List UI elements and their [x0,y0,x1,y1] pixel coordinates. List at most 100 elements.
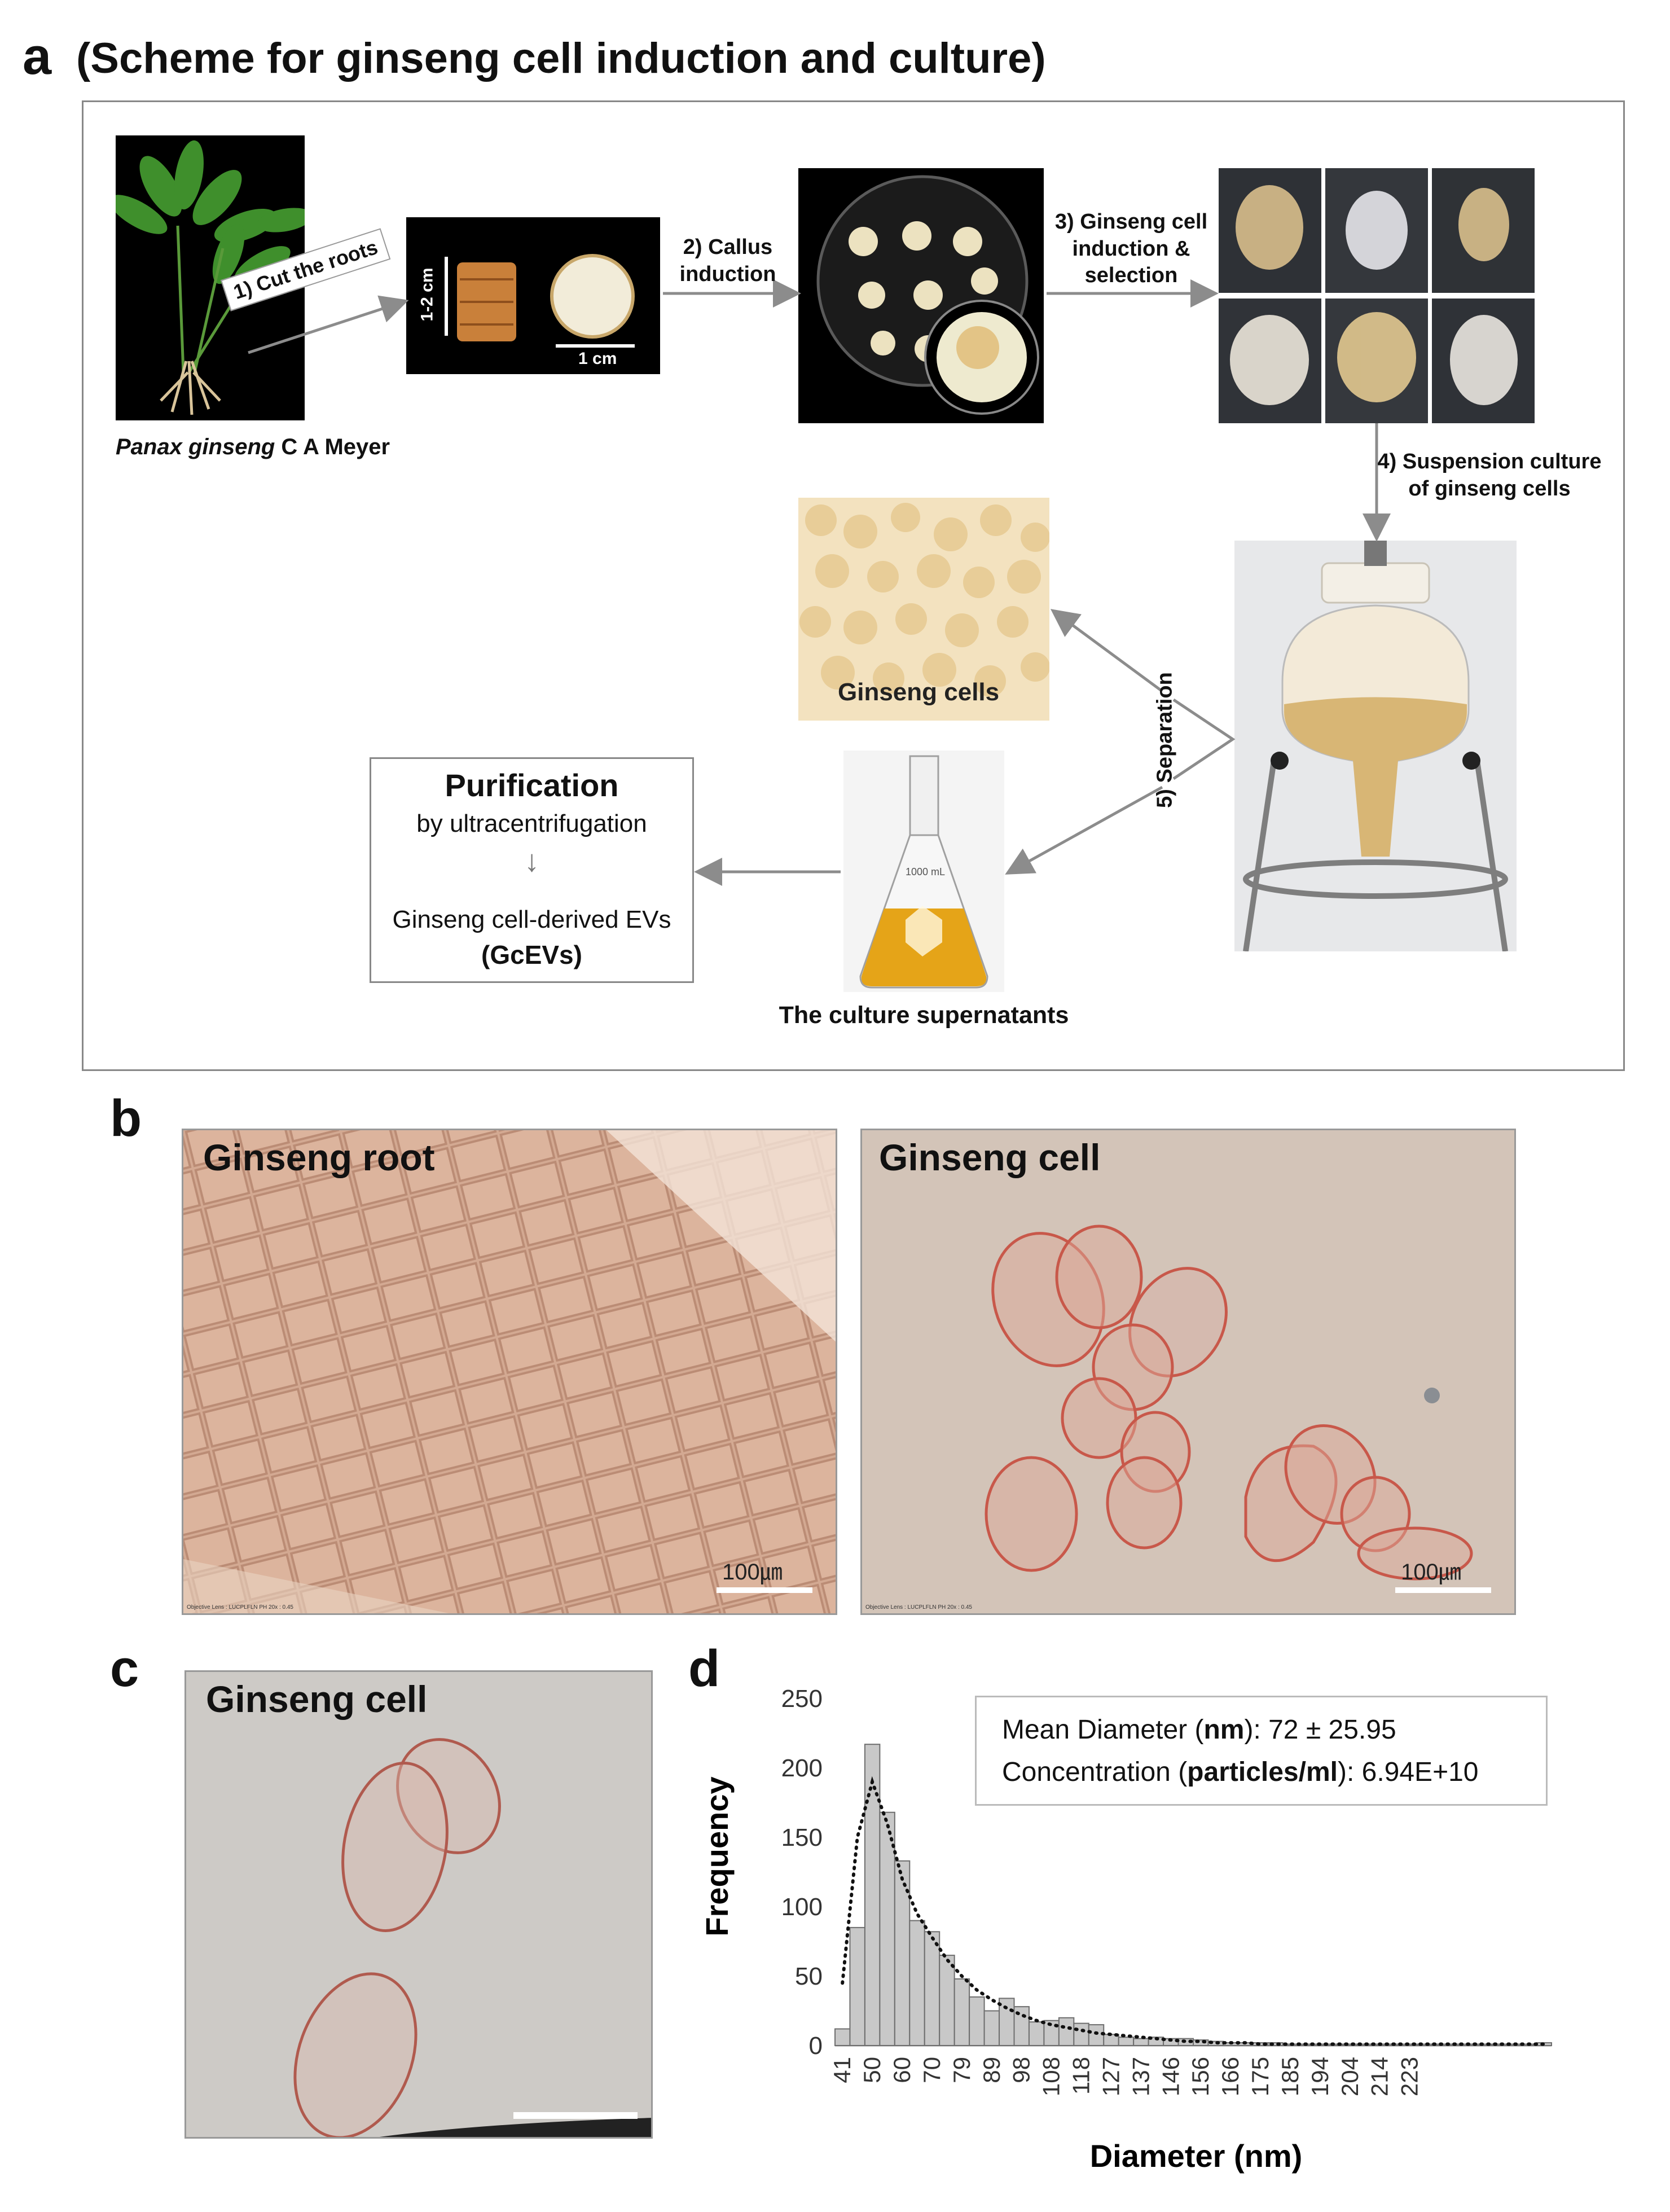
x-tick-label: 127 [1098,2057,1124,2096]
callus-petri-dish-photo [798,168,1044,423]
x-axis-label: Diameter (nm) [1090,2138,1303,2174]
ginseng-root-micrograph: Ginseng root 100㎛ Objective Lens : LUCPL… [182,1129,837,1615]
root-slice-photo: 1-2 cm 1 cm [406,217,660,374]
histogram-bar [849,1926,865,2046]
histogram-bar [1118,2037,1135,2046]
supernatant-label: The culture supernatants [779,1002,1069,1029]
chart-legend-box: Mean Diameter (nm): 72 ± 25.95 Concentra… [975,1696,1548,1806]
panel-c-letter: c [110,1640,139,1697]
scheme-frame [82,100,1625,1071]
legend-conc-pre: Concentration ( [1002,1757,1188,1787]
x-tick-label: 41 [829,2057,855,2083]
x-tick-label: 60 [889,2057,915,2083]
ginseng-cells-label: Ginseng cells [838,678,1000,706]
x-tick-label: 156 [1187,2057,1214,2096]
histogram-bar [1058,2017,1075,2046]
scheme-arrows [248,279,1391,886]
x-tick-label: 79 [948,2057,975,2083]
root-scale-bar [717,1587,812,1593]
y-tick-label: 150 [781,1824,823,1851]
x-tick-label: 223 [1396,2057,1423,2096]
root-scale-label: 100㎛ [722,1560,783,1585]
root-micrograph-title: Ginseng root [203,1136,435,1178]
cell-b-scale-label: 100㎛ [1401,1560,1461,1585]
step5-label: 5) Separation [1153,672,1177,808]
y-tick-label: 250 [781,1685,823,1713]
histogram-bar [1073,2022,1089,2047]
culture-supernatant-flask-photo: 1000 mL [843,750,1004,992]
x-tick-label: 98 [1008,2057,1035,2083]
panel-a-letter: a [23,28,52,85]
histogram-bar [1088,2024,1105,2046]
panel-d-letter: d [688,1640,720,1697]
x-tick-label: 185 [1277,2057,1303,2096]
legend-mean-diameter: Mean Diameter (nm): 72 ± 25.95 [1002,1714,1396,1745]
purification-box: Purification by ultracentrifugation ↓ Gi… [370,757,694,983]
bioreactor-photo [1234,541,1517,951]
legend-mean-post: ): 72 ± 25.95 [1244,1715,1396,1745]
x-tick-label: 204 [1337,2057,1363,2096]
species-name: Panax ginseng C A Meyer [116,434,390,460]
x-tick-label: 194 [1307,2057,1333,2096]
histogram-bar [969,1996,985,2047]
x-tick-label: 137 [1127,2057,1154,2096]
species-genus: Panax ginseng [116,434,275,459]
species-author: C A Meyer [275,434,390,459]
y-axis-label: Frequency [699,1776,735,1936]
histogram-bar [834,2028,851,2046]
x-tick-label: 89 [978,2057,1005,2083]
y-tick-labels: 0 50 100 150 200 250 [781,1685,823,2060]
histogram-bar [953,1978,970,2046]
legend-concentration: Concentration (particles/ml): 6.94E+10 [1002,1757,1478,1788]
panel-a-title: (Scheme for ginseng cell induction and c… [76,34,1046,82]
x-tick-label: 166 [1217,2057,1243,2096]
legend-conc-unit: particles/ml [1187,1757,1338,1787]
legend-conc-post: ): 6.94E+10 [1337,1757,1479,1787]
root-objective-footer: Objective Lens : LUCPLFLN PH 20x : 0.45 [187,1604,293,1610]
panel-b-letter: b [110,1090,142,1147]
x-tick-label: 108 [1038,2057,1065,2096]
purification-title: Purification [445,767,619,803]
y-tick-label: 100 [781,1893,823,1921]
histogram-bar [939,1955,955,2046]
x-tick-label: 70 [918,2057,945,2083]
histogram-bar [983,2010,1000,2046]
chart-bars [834,1744,1552,2047]
histogram-bar [999,1998,1015,2046]
y-tick-label: 200 [781,1754,823,1782]
cell-micrograph-c-title: Ginseng cell [206,1678,428,1720]
x-tick-label: 50 [859,2057,885,2083]
root-size-horizontal-label: 1 cm [578,349,617,368]
histogram-bar [924,1931,941,2046]
histogram-bar [864,1744,881,2046]
y-tick-label: 0 [809,2032,823,2060]
histogram-bar [909,1920,925,2046]
cell-selection-photo-grid [1219,168,1535,423]
histogram-bar [1028,2021,1045,2046]
ginseng-cells-photo: Ginseng cells [798,498,1049,721]
x-tick-label: 146 [1157,2057,1184,2096]
step4-label: 4) Suspension culture of ginseng cells [1377,450,1602,501]
x-tick-label: 118 [1068,2057,1095,2095]
ginseng-cell-micrograph-b: Ginseng cell 100㎛ Objective Lens : LUCPL… [860,1129,1516,1615]
legend-mean-pre: Mean Diameter ( [1002,1715,1204,1745]
x-tick-label: 175 [1247,2057,1273,2096]
flask-marking: 1000 mL [906,866,946,877]
purification-subtitle: by ultracentrifugation [416,810,647,837]
cell-objective-footer: Objective Lens : LUCPLFLN PH 20x : 0.45 [865,1604,972,1610]
evs-label: Ginseng cell-derived EVs [392,906,671,933]
purification-down-arrow: ↓ [524,844,539,878]
trend-line [841,1776,1546,2046]
cell-b-scale-bar [1395,1587,1491,1593]
step2-label: 2) Callus induction [679,235,776,286]
histogram-bar [894,1860,911,2046]
evs-abbrev: (GcEVs) [481,940,582,969]
step3-label: 3) Ginseng cell induction & selection [1054,210,1208,287]
ginseng-cell-micrograph-c: Ginseng cell [184,1670,653,2139]
histogram-bar [1133,2038,1149,2047]
cell-micrograph-b-title: Ginseng cell [879,1136,1101,1178]
x-tick-label: 214 [1366,2057,1393,2096]
y-tick-label: 50 [795,1963,823,1990]
